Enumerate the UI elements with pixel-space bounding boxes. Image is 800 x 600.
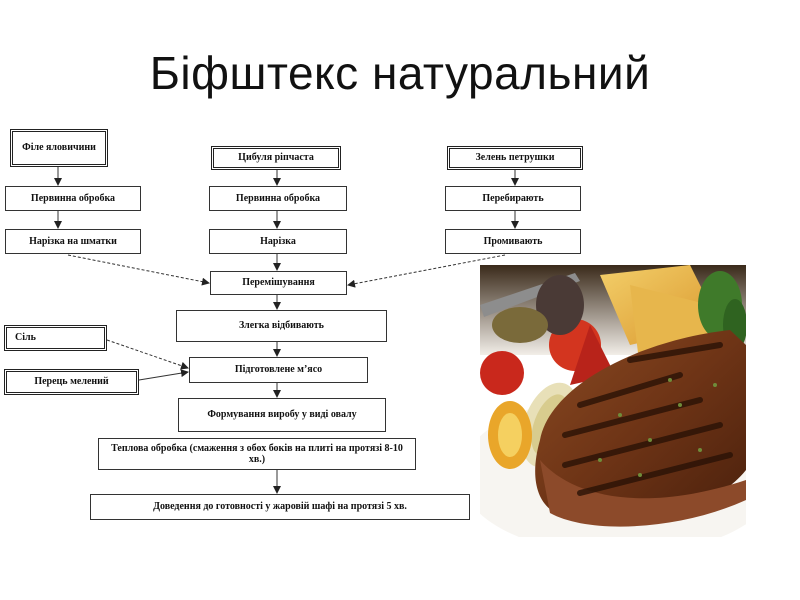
step-fillet-primary-processing: Первинна обробка	[5, 186, 141, 211]
step-label: Нарізка	[260, 235, 296, 247]
step-label: Підготовлене м’ясо	[234, 364, 323, 376]
ingredient-ground-pepper: Перець мелений	[4, 369, 139, 395]
step-label: Теплова обробка (смаження з обох боків н…	[111, 442, 403, 466]
step-label: Доведення до готовності у жаровій шафі н…	[153, 501, 407, 513]
step-label: Первинна обробка	[235, 192, 321, 204]
step-label: Формування виробу у виді овалу	[207, 409, 357, 421]
ingredient-ground-pepper-label: Перець мелений	[34, 376, 109, 388]
step-prepared-meat: Підготовлене м’ясо	[189, 357, 368, 383]
steak-photo	[480, 265, 746, 537]
step-onion-cutting: Нарізка	[209, 229, 347, 254]
step-light-beating: Злегка відбивають	[176, 310, 387, 342]
step-onion-primary-processing: Первинна обробка	[209, 186, 347, 211]
ingredient-beef-fillet: Філе яловичини	[10, 129, 108, 167]
step-fillet-cutting: Нарізка на шматки	[5, 229, 141, 254]
step-label: Перебирають	[482, 192, 544, 204]
step-label: Промивають	[483, 235, 543, 247]
step-mixing: Перемішування	[210, 271, 347, 295]
step-label: Перемішування	[242, 277, 315, 289]
step-label: Первинна обробка	[30, 192, 116, 204]
ingredient-beef-fillet-label: Філе яловичини	[22, 142, 96, 154]
arrow-fillet-cut-to-mix	[67, 254, 210, 286]
arrow-salt-to-prepared	[106, 339, 189, 370]
arrow-pepper-to-prepared	[138, 369, 189, 381]
ingredient-parsley: Зелень петрушки	[447, 146, 583, 170]
ingredient-salt: Сіль	[4, 325, 107, 351]
step-label: Злегка відбивають	[239, 320, 324, 332]
step-label: Нарізка на шматки	[29, 235, 117, 247]
ingredient-onion: Цибуля ріпчаста	[211, 146, 341, 170]
step-finishing-in-oven: Доведення до готовності у жаровій шафі н…	[90, 494, 470, 520]
step-heat-treatment: Теплова обробка (смаження з обох боків н…	[98, 438, 416, 470]
slide-title: Біфштекс натуральний	[149, 47, 651, 99]
steak-illustration	[480, 265, 746, 537]
ingredient-salt-label: Сіль	[15, 332, 36, 344]
ingredient-onion-label: Цибуля ріпчаста	[238, 152, 314, 164]
step-parsley-washing: Промивають	[445, 229, 581, 254]
step-shaping: Формування виробу у виді овалу	[178, 398, 386, 432]
ingredient-parsley-label: Зелень петрушки	[475, 152, 555, 164]
step-parsley-sorting: Перебирають	[445, 186, 581, 211]
